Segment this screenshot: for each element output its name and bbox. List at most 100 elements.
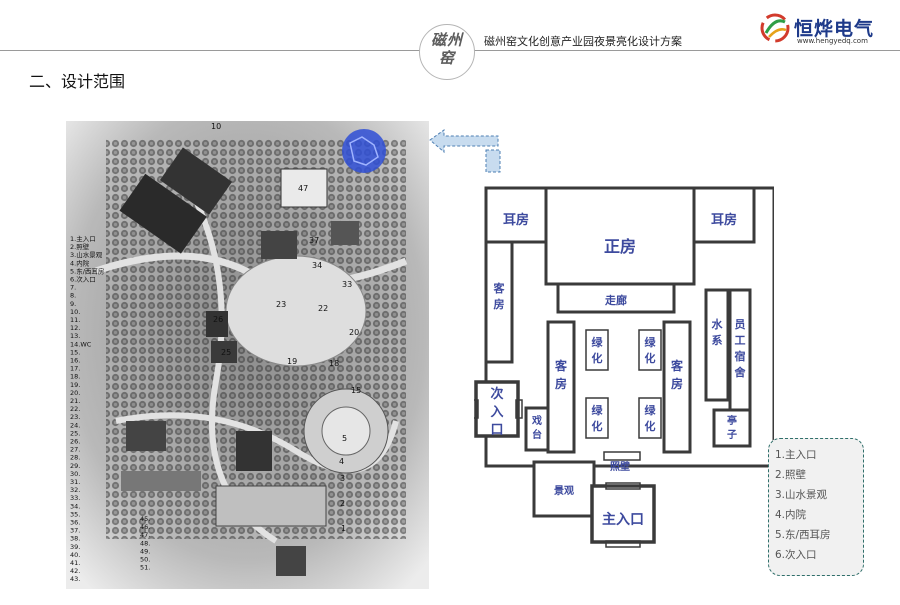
pointer-arrow-icon [429,129,501,173]
label-main-hall: 正房 [604,237,636,256]
site-legend-item: 23. [70,413,80,421]
water-room [704,288,730,402]
site-legend-item: 30. [70,470,80,478]
site-legend-item: 46. [140,523,150,531]
label-screen-wall: 照壁 [610,460,630,473]
building [121,471,201,491]
stage-room [524,406,550,452]
plaza-center [321,406,371,456]
label-secondary-entrance: 次入口 [490,386,503,438]
label-landscape: 景观 [554,485,574,497]
west-guest-inner-room [546,320,576,454]
site-number: 33 [342,280,352,289]
site-legend-item: 21. [70,397,80,405]
site-legend-item: 43. [70,575,80,583]
site-legend-item: 19. [70,381,80,389]
courtyard-floor-plan: 耳房 正房 耳房 走廊 照壁 景观 主入口 客房水系员工宿舍客房绿化绿化绿化绿化… [474,186,774,548]
legend-item: 3.山水景观 [775,489,828,501]
legend-item: 2.照壁 [775,469,807,481]
screen-wall-shape [603,451,641,461]
east-ear-room [692,186,756,244]
label-green-se: 绿化 [645,403,657,433]
site-legend-item: 31. [70,478,80,486]
site-legend-item: 18. [70,373,80,381]
site-legend-item: 41. [70,559,80,567]
label-green-sw: 绿化 [592,403,604,433]
logo-name: 恒烨电气 [794,18,875,40]
building [280,168,328,208]
site-legend-item: 14.WC [70,340,92,348]
site-legend-item: 5.东/西耳房 [70,266,104,275]
legend-item: 1.主入口 [775,449,817,461]
site-number: 26 [213,315,223,324]
site-number: 37 [309,236,319,245]
green-plot-se [638,397,662,439]
site-legend-item: 45. [140,515,150,523]
site-legend-item: 15. [70,348,80,356]
building [276,546,306,576]
site-number: 2 [340,499,345,508]
site-legend-item: 25. [70,429,80,437]
green-plot-sw [585,397,609,439]
site-number: 5 [342,434,347,443]
site-legend-item: 6.次入口 [70,275,96,284]
label-main-entrance: 主入口 [602,511,644,528]
label-east-ear: 耳房 [711,212,737,228]
side-gate-step-inner [515,399,523,419]
highlight-zone [342,129,386,173]
site-legend-item: 34. [70,502,80,510]
site-master-plan: 10 47 37 34 33 23 22 26 25 19 18 20 15 5… [66,121,429,589]
logo-mark-icon [760,13,790,43]
building [159,147,233,215]
legend-item: 4.内院 [775,509,807,521]
site-number: 47 [298,184,308,193]
site-legend-col2: 45.46.47.48.49.50.51. [140,515,150,572]
main-hall-room [544,186,696,286]
site-legend-item: 26. [70,438,80,446]
pond [225,255,367,367]
secondary-entrance-room [474,380,520,438]
building [215,485,327,527]
site-legend-item: 7. [70,284,76,292]
building [261,231,297,259]
building [236,431,272,471]
site-legend: 1.主入口2.照壁3.山水景观4.内院5.东/西耳房6.次入口7.8.9.10.… [70,234,104,583]
site-legend-item: 40. [70,551,80,559]
logo-url: www.hengyedq.com [797,37,868,45]
green-plot-ne [638,329,662,371]
label-west-guest-inner: 客房 [554,358,568,391]
site-legend-item: 39. [70,543,80,551]
label-pavilion: 亭子 [727,414,737,441]
site-legend-item: 11. [70,316,80,324]
corridor-room [556,282,676,314]
label-corridor: 走廊 [604,293,627,307]
highlight-circle [342,129,386,173]
seal-text-bottom: 窑 [438,49,455,67]
main-entrance-room [590,484,656,544]
side-gate-step [474,399,479,419]
site-number: 10 [211,122,221,131]
site-legend-item: 49. [140,547,150,555]
site-legend-item: 47. [140,531,150,539]
brand-seal: 磁州 窑 [419,24,475,80]
site-legend-item: 22. [70,405,80,413]
site-legend-item: 33. [70,494,80,502]
building [126,421,166,451]
site-legend-item: 3.山水景观 [70,250,103,259]
site-legend-item: 27. [70,446,80,454]
site-number: 23 [276,300,286,309]
site-legend-item: 8. [70,292,76,300]
label-east-guest-inner: 客房 [670,358,684,391]
site-number: 18 [329,359,339,368]
site-legend-item: 1.主入口 [70,234,96,243]
site-legend-item: 51. [140,564,150,572]
west-guest-outer-room [484,240,514,364]
green-plot-nw [585,329,609,371]
site-legend-item: 37. [70,527,80,535]
site-legend-item: 13. [70,332,80,340]
site-legend-item: 50. [140,556,150,564]
label-staff: 员工宿舍 [735,318,747,379]
building [206,311,228,337]
highlight-outline [349,136,379,166]
